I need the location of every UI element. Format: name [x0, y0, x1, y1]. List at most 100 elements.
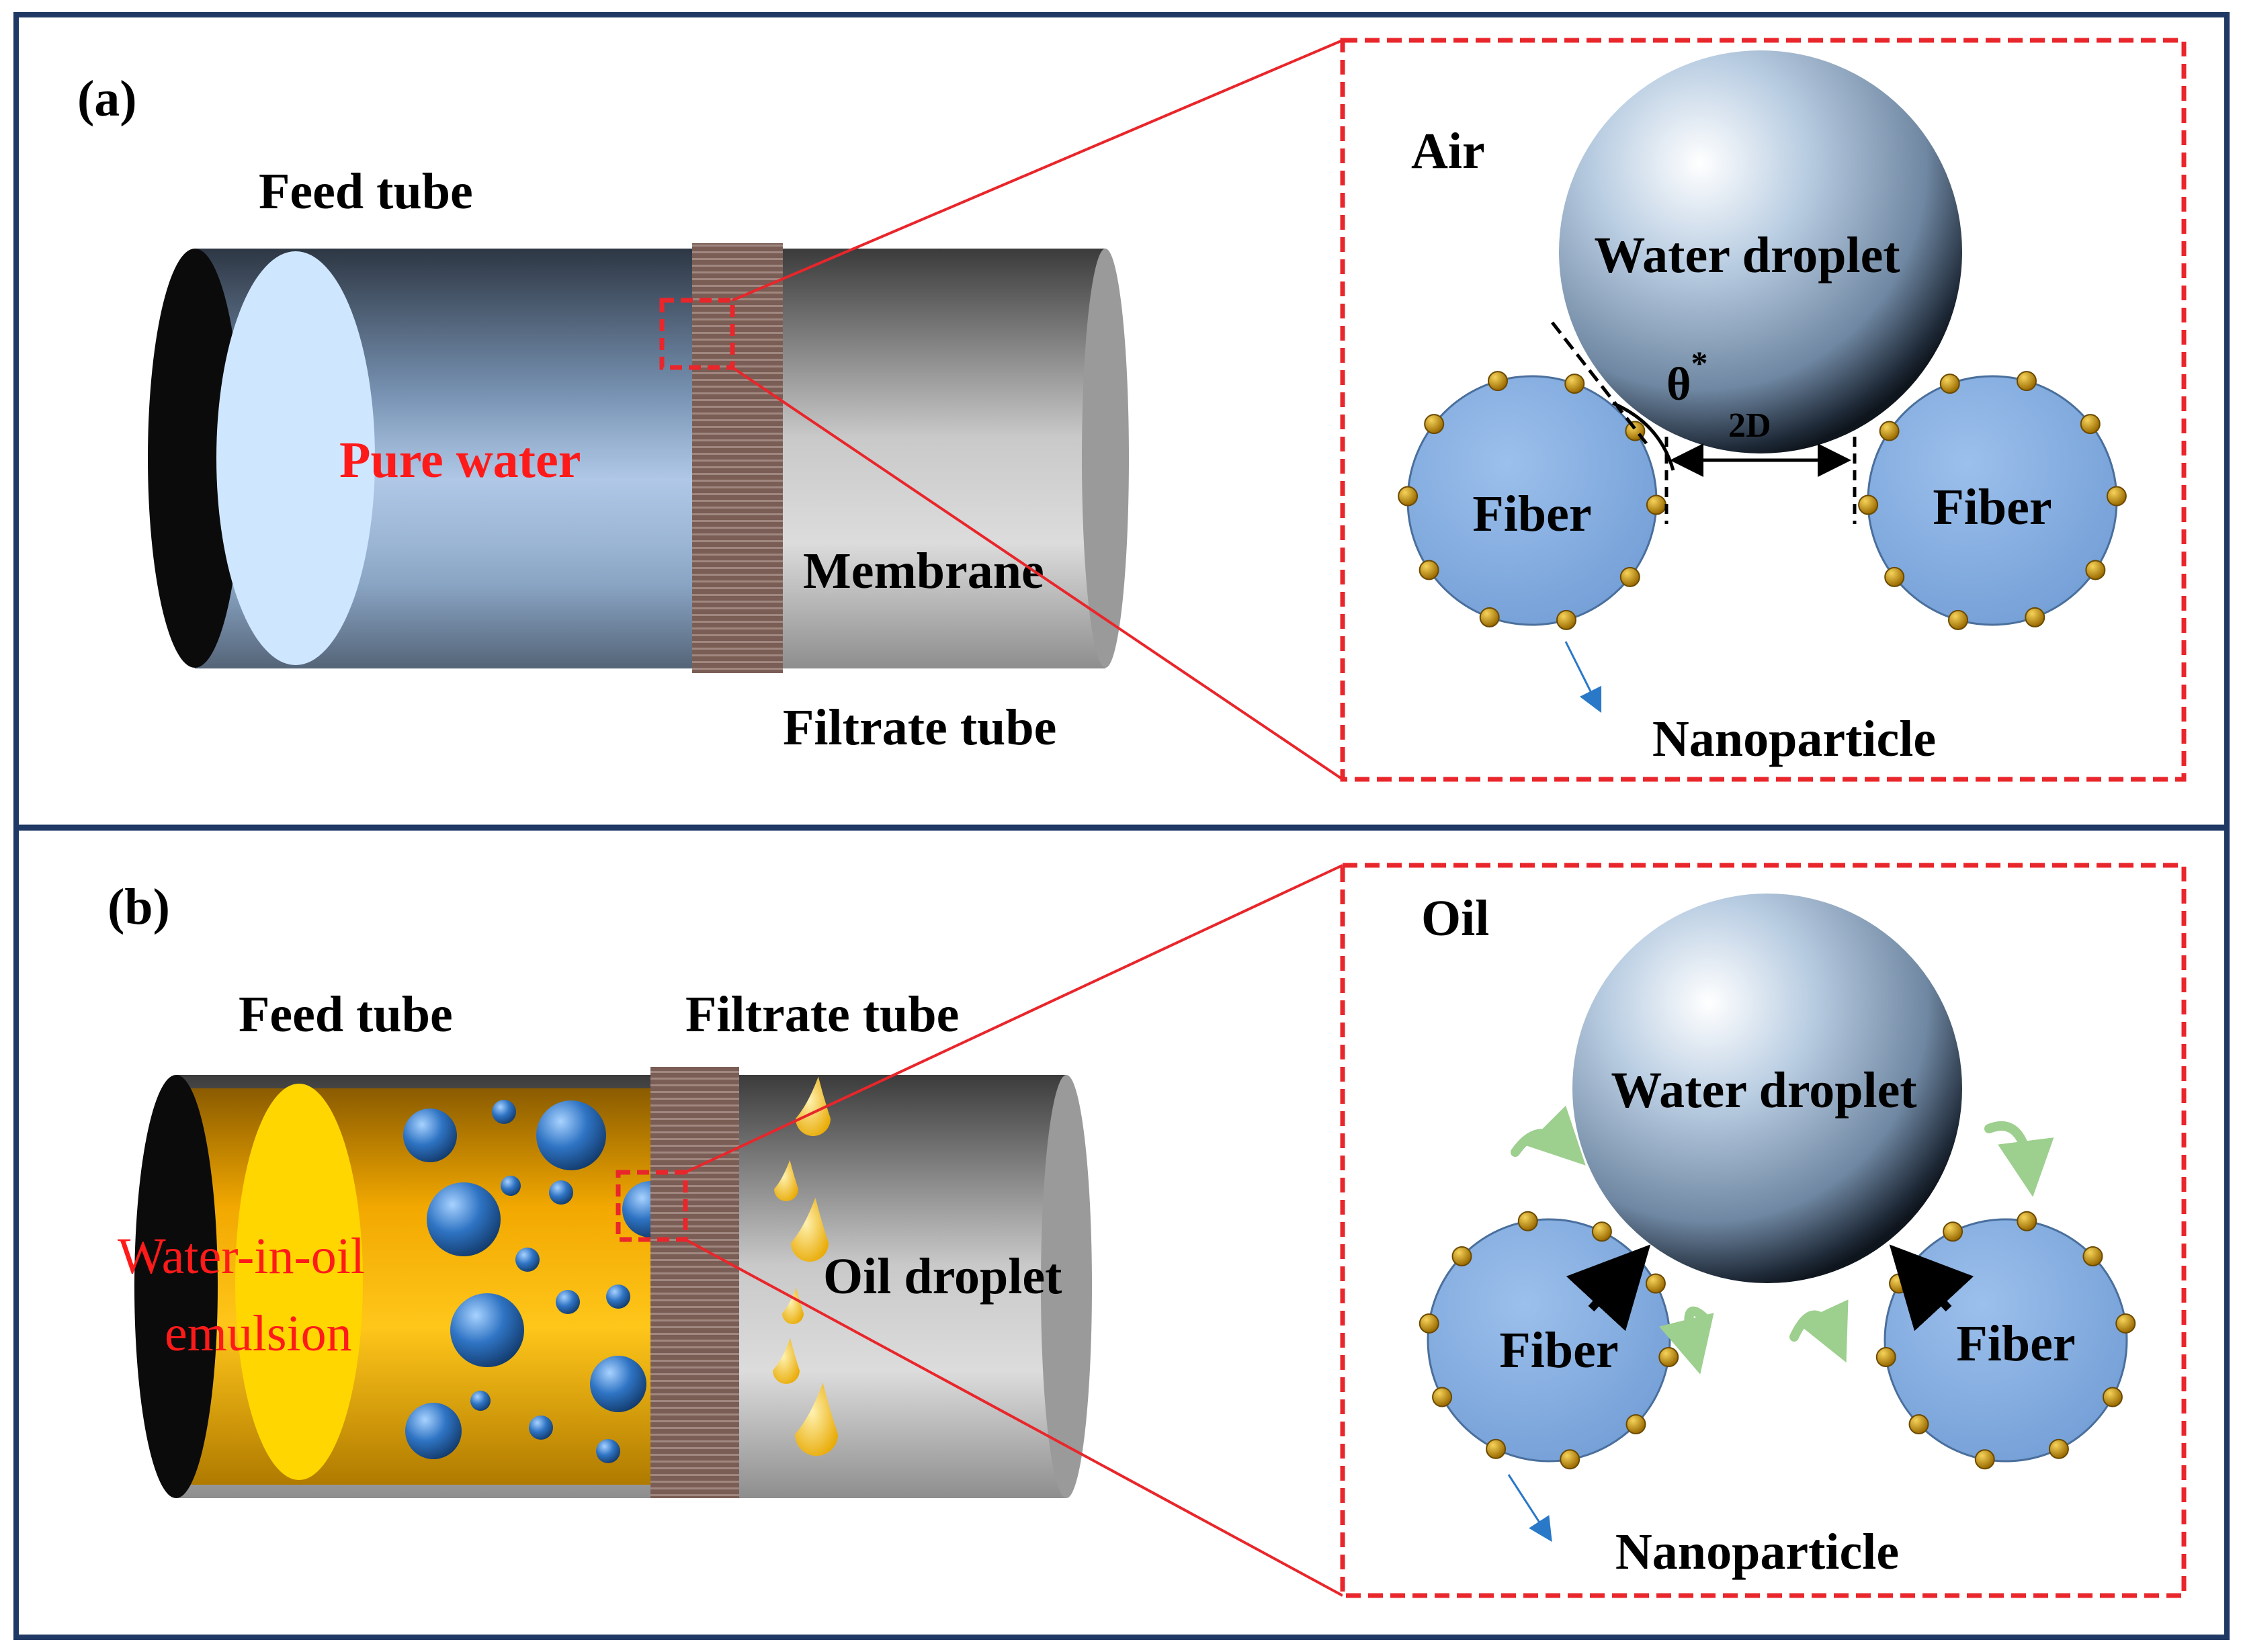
nanoparticle	[1488, 371, 1509, 392]
oil-drop	[782, 1287, 804, 1324]
nanoparticle	[1645, 1273, 1666, 1294]
nanoparticle	[1479, 607, 1500, 627]
water-drop	[590, 1356, 646, 1412]
oil-drop	[796, 1076, 831, 1136]
water-drop	[606, 1285, 630, 1309]
tube-opening-a	[148, 249, 242, 668]
water-droplet-b	[1572, 894, 1962, 1283]
panel-b: (b) Feed tube Filtrate tube Water-in-oil…	[108, 863, 2187, 1598]
nanoparticle	[2048, 1438, 2069, 1459]
oil-drop	[773, 1338, 800, 1384]
nanoparticle	[1943, 1221, 1963, 1242]
nanoparticle-label-b: Nanoparticle	[1615, 1524, 1899, 1580]
membrane-a	[692, 243, 783, 673]
water-droplet-label-a: Water droplet	[1594, 227, 1900, 284]
fiber-right-label-a: Fiber	[1933, 479, 2052, 535]
water-drop	[450, 1293, 524, 1367]
nanoparticle	[1646, 494, 1666, 515]
nanoparticle	[1451, 1246, 1472, 1266]
inset-b: Oil Water droplet Fiber Fiber Nanopartic…	[1340, 863, 2187, 1598]
nanoparticle	[1424, 414, 1445, 435]
nanoparticle	[1556, 609, 1576, 630]
zoom-box-a	[659, 298, 735, 370]
nanoparticle	[1939, 374, 1960, 394]
angle-arc	[1612, 401, 1675, 471]
fiber-right-label-b: Fiber	[1956, 1315, 2075, 1372]
water-drop	[596, 1439, 620, 1463]
filtrate-tube-label-a: Filtrate tube	[783, 699, 1056, 756]
water-drop	[501, 1176, 521, 1196]
nanoparticle	[1419, 560, 1439, 580]
water-drop	[427, 1182, 501, 1256]
nanoparticle	[1486, 1438, 1507, 1459]
water-drop	[492, 1100, 516, 1124]
zoom-line-a-top	[732, 39, 1343, 302]
nanoparticle	[2080, 414, 2101, 435]
membrane-label: Membrane	[803, 543, 1044, 599]
nanoparticle	[1908, 1414, 1929, 1435]
membrane-b	[650, 1067, 739, 1498]
nanoparticle	[1974, 1449, 1995, 1470]
filtrate-tube-label-b: Filtrate tube	[685, 986, 959, 1043]
panel-b-tag: (b)	[108, 879, 170, 935]
nanoparticle	[1879, 421, 1900, 441]
nanoparticle	[2106, 486, 2127, 507]
oil-drop	[795, 1383, 838, 1456]
pure-water-label: Pure water	[339, 432, 581, 488]
water-drop	[529, 1416, 553, 1440]
emulsion-water-drops	[403, 1100, 679, 1463]
zoom-line-b-bottom	[685, 1238, 1343, 1597]
contact-arrow-left	[1566, 1244, 1651, 1332]
water-drop	[515, 1248, 540, 1272]
feed-tube-label-b: Feed tube	[239, 986, 453, 1043]
water-drop	[403, 1108, 457, 1162]
nanoparticle	[1948, 609, 1969, 630]
fiber-left-a	[1398, 371, 1666, 630]
nanoparticle	[1398, 486, 1419, 507]
nanoparticle	[2016, 371, 2037, 392]
tangent-dashed	[1551, 321, 1648, 445]
oil-drop	[791, 1197, 829, 1262]
nanoparticle	[1517, 1211, 1538, 1231]
feed-tube-label-a: Feed tube	[259, 163, 473, 220]
inset-a: Air Water droplet θ* 2D Fiber Fiber Nano…	[1340, 38, 2187, 782]
nanoparticle	[2102, 1387, 2123, 1407]
zoom-line-a-bottom	[731, 366, 1344, 781]
angle-label: θ*	[1666, 344, 1708, 410]
nanoparticle	[1560, 1449, 1580, 1470]
emulsion-label-2: emulsion	[165, 1305, 352, 1362]
nanoparticle-pointer-a	[1564, 641, 1602, 713]
nanoparticle	[1564, 374, 1585, 394]
nanoparticle	[2025, 607, 2045, 627]
feed-tube-a	[148, 249, 1129, 668]
water-droplet-a	[1559, 50, 1962, 453]
emulsion-face	[235, 1084, 363, 1480]
nanoparticle	[2017, 1211, 2037, 1231]
water-face	[216, 251, 375, 665]
water-drop	[549, 1180, 573, 1205]
nanoparticle	[1419, 1313, 1439, 1334]
nanoparticle	[1875, 1347, 1896, 1368]
nanoparticle	[2085, 560, 2106, 580]
nanoparticle	[1625, 1414, 1646, 1435]
fiber-right-a	[1858, 371, 2127, 630]
nanoparticle	[1884, 566, 1905, 587]
water-drop	[405, 1403, 462, 1459]
nanoparticle	[1858, 494, 1879, 515]
nanoparticle	[1591, 1221, 1612, 1242]
nanoparticle	[2082, 1246, 2103, 1266]
water-drop	[556, 1290, 580, 1314]
panel-a: (a) Feed tube Pure water Membrane Filtra…	[77, 38, 2187, 782]
zoom-box-b	[616, 1170, 688, 1242]
air-label: Air	[1411, 123, 1485, 179]
fiber-left-label-b: Fiber	[1499, 1322, 1618, 1379]
zoom-line-b-top	[685, 864, 1343, 1174]
water-drop	[536, 1100, 606, 1170]
tube-opening-b	[134, 1075, 218, 1498]
emulsion-label-1: Water-in-oil	[118, 1228, 365, 1285]
water-drop	[470, 1391, 491, 1411]
nanoparticle	[1889, 1273, 1910, 1294]
fiber-left-label-a: Fiber	[1472, 486, 1591, 542]
nanoparticle	[1619, 566, 1640, 587]
spacing-label: 2D	[1728, 406, 1771, 445]
